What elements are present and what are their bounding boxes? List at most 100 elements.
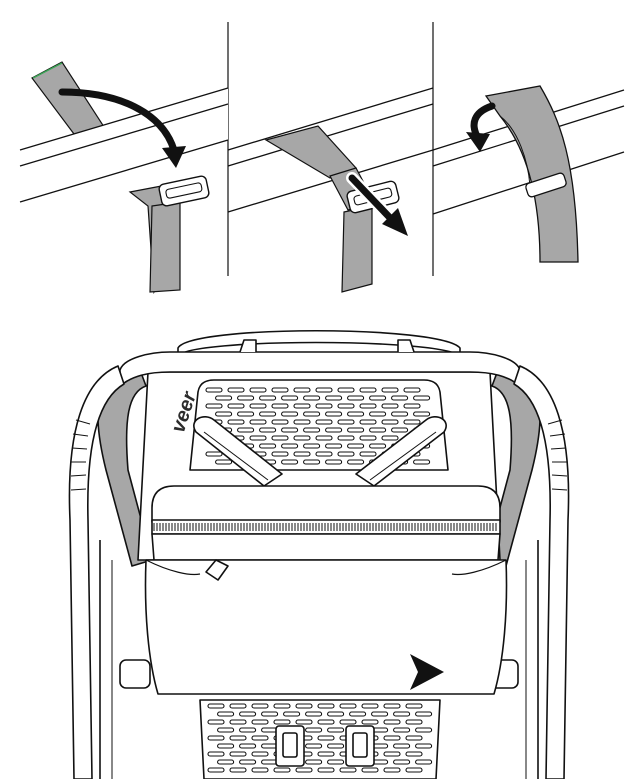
mesh-slot (359, 403, 377, 409)
mesh-slot (315, 403, 333, 409)
mesh-slot (347, 459, 365, 465)
mesh-slot (383, 751, 401, 757)
mesh-slot (413, 395, 431, 401)
mesh-slot (391, 411, 409, 417)
mesh-slot (239, 711, 257, 717)
mesh-slot (327, 743, 345, 749)
mesh-slot (249, 403, 267, 409)
lower-mesh (199, 699, 441, 780)
mesh-slot (251, 751, 269, 757)
mesh-slot (339, 719, 357, 725)
mesh-slot (237, 395, 255, 401)
mesh-slot (303, 411, 321, 417)
mesh-slot (229, 735, 247, 741)
mesh-slot (305, 711, 323, 717)
mesh-slot (405, 703, 423, 709)
mesh-slot (317, 751, 335, 757)
mesh-slot (403, 403, 421, 409)
bag-upper-body (151, 533, 501, 561)
strap-wrapped (484, 85, 579, 263)
mesh-slot (251, 735, 269, 741)
mesh-slot (391, 427, 409, 433)
mesh-slot (249, 419, 267, 425)
mesh-slot (207, 767, 225, 773)
mesh-slot (381, 387, 399, 393)
mesh-slot (405, 735, 423, 741)
mesh-slot (229, 719, 247, 725)
mesh-slot (325, 427, 343, 433)
curved-arrow-icon (466, 102, 496, 152)
mesh-slot (369, 427, 387, 433)
mesh-slot (207, 703, 225, 709)
harness-buckle-left (275, 725, 305, 767)
mesh-slot (227, 403, 245, 409)
mesh-slot (361, 703, 379, 709)
mesh-slot (259, 427, 277, 433)
mesh-slot (317, 703, 335, 709)
mesh-slot (207, 735, 225, 741)
mesh-slot (383, 719, 401, 725)
mesh-slot (281, 411, 299, 417)
mesh-slot (381, 419, 399, 425)
mesh-slot (207, 719, 225, 725)
mesh-slot (217, 727, 235, 733)
mesh-slot (327, 727, 345, 733)
mesh-slot (303, 459, 321, 465)
strap-hanging (149, 201, 181, 293)
hub-left (119, 659, 151, 689)
mesh-slot (371, 711, 389, 717)
mesh-slot (325, 395, 343, 401)
mesh-slot (293, 387, 311, 393)
mesh-slot (415, 743, 433, 749)
mesh-slot (239, 727, 257, 733)
straight-arrow-icon (346, 172, 408, 236)
mesh-slot (293, 419, 311, 425)
mesh-slot (303, 395, 321, 401)
mesh-slot (413, 459, 431, 465)
frame-bar (19, 87, 229, 203)
mesh-slot (393, 743, 411, 749)
mesh-slot (215, 459, 233, 465)
mesh-slot (239, 759, 257, 765)
strap-edge-accent (32, 62, 63, 79)
mesh-slot (271, 387, 289, 393)
mesh-slot (359, 435, 377, 441)
mesh-slot (325, 443, 343, 449)
mesh-slot (369, 411, 387, 417)
handlebar-clip-left (239, 339, 257, 353)
mesh-slot (327, 711, 345, 717)
mesh-slot (325, 459, 343, 465)
mesh-slot (227, 419, 245, 425)
mesh-slot (215, 395, 233, 401)
step-1-panel (19, 61, 229, 295)
mesh-slot (281, 459, 299, 465)
mesh-slot (325, 411, 343, 417)
mesh-slot (281, 443, 299, 449)
cooler-bag (144, 485, 508, 695)
mesh-slot (383, 703, 401, 709)
mesh-slot (281, 395, 299, 401)
mesh-slot (283, 711, 301, 717)
mesh-slot (337, 435, 355, 441)
mesh-slot (237, 427, 255, 433)
mesh-slot (347, 427, 365, 433)
mesh-slot (403, 419, 421, 425)
mesh-slot (349, 711, 367, 717)
mesh-slot (303, 427, 321, 433)
mesh-slot (273, 719, 291, 725)
mesh-slot (227, 387, 245, 393)
mesh-slot (337, 451, 355, 457)
bag-front-pocket (144, 559, 508, 695)
mesh-slot (393, 759, 411, 765)
mesh-slot (369, 443, 387, 449)
mesh-slot (405, 751, 423, 757)
mesh-slot (415, 727, 433, 733)
mesh-slot (391, 395, 409, 401)
mesh-slot (403, 387, 421, 393)
mesh-slot (337, 387, 355, 393)
mesh-slot (303, 443, 321, 449)
buckle (158, 175, 210, 207)
mesh-slot (273, 703, 291, 709)
